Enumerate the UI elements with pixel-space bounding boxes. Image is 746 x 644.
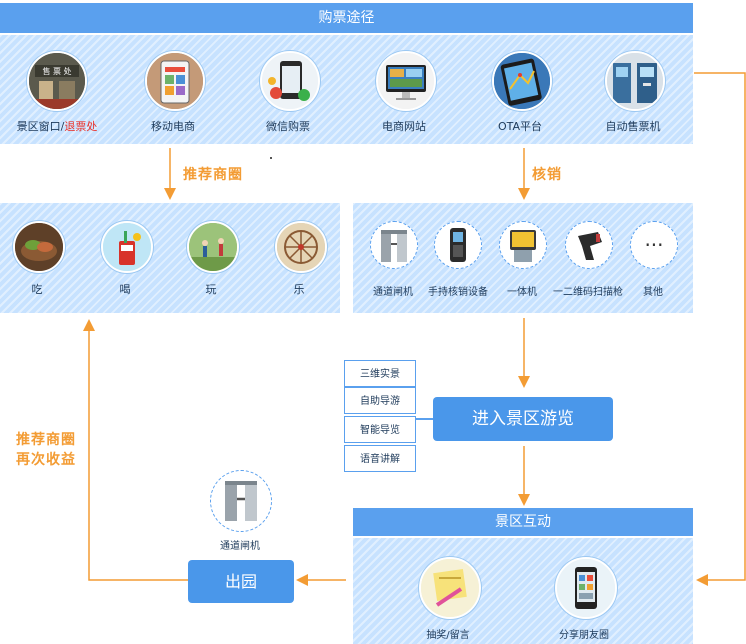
ticket-window-icon: 售 票 处 bbox=[27, 51, 87, 111]
play-icon bbox=[187, 221, 239, 273]
purchase-panel bbox=[0, 35, 693, 144]
more-glyph: ··· bbox=[644, 233, 664, 257]
mobile-commerce-icon bbox=[145, 51, 205, 111]
revenue-label: 推荐商圈 再次收益 bbox=[16, 430, 76, 470]
device-label-handheld: 手持核销设备 bbox=[428, 287, 488, 298]
feature-smart-guide: 智能导览 bbox=[344, 416, 416, 443]
ticket-machine-icon bbox=[605, 51, 665, 111]
device-label-barcode-gun: 一二维码扫描枪 bbox=[553, 287, 623, 298]
sticky-note-icon bbox=[419, 557, 481, 619]
exit-turnstile-icon bbox=[210, 470, 272, 532]
enter-scenic-label: 进入景区游览 bbox=[472, 409, 574, 429]
device-label-kiosk: 一体机 bbox=[507, 287, 537, 298]
revenue-label-line1: 推荐商圈 bbox=[16, 432, 76, 448]
purchase-title: 购票途径 bbox=[318, 10, 375, 26]
revenue-label-line2: 再次收益 bbox=[16, 452, 76, 468]
more-icon: ··· bbox=[630, 221, 678, 269]
exit-park-label: 出园 bbox=[224, 572, 257, 591]
interaction-label-share: 分享朋友圈 bbox=[559, 630, 609, 641]
feature-self-guide: 自助导游 bbox=[344, 387, 416, 414]
interaction-header: 景区互动 bbox=[353, 508, 693, 536]
purchase-header: 购票途径 bbox=[0, 3, 693, 33]
feature-audio-guide: 语音讲解 bbox=[344, 445, 416, 472]
interaction-label-lottery: 抽奖/留言 bbox=[426, 630, 470, 641]
business-label-eat: 吃 bbox=[31, 283, 43, 296]
turnstile-icon bbox=[370, 221, 418, 269]
ota-tablet-icon bbox=[492, 51, 552, 111]
share-phone-icon bbox=[555, 557, 617, 619]
food-icon bbox=[13, 221, 65, 273]
business-label-play: 玩 bbox=[205, 283, 217, 296]
channel-label-website: 电商网站 bbox=[382, 120, 426, 133]
arrow-label-recommend: 推荐商圈 bbox=[183, 167, 243, 183]
kiosk-icon bbox=[499, 221, 547, 269]
handheld-scanner-icon bbox=[434, 221, 482, 269]
interaction-title: 景区互动 bbox=[495, 514, 551, 530]
channel-label-ticket-machine: 自动售票机 bbox=[605, 120, 661, 133]
exit-park-button[interactable]: 出园 bbox=[188, 560, 294, 603]
business-label-fun: 乐 bbox=[293, 283, 305, 296]
interaction-panel bbox=[353, 538, 693, 644]
amusement-icon bbox=[275, 221, 327, 273]
wechat-phone-icon bbox=[260, 51, 320, 111]
feature-connector bbox=[416, 418, 434, 420]
computer-monitor-icon bbox=[376, 51, 436, 111]
feature-3d-scene: 三维实景 bbox=[344, 360, 416, 387]
channel-label-mobile-commerce: 移动电商 bbox=[151, 120, 195, 133]
arrow-label-verify: 核销 bbox=[532, 167, 562, 183]
channel-label-ticket-window: 景区窗口/退票处 bbox=[17, 118, 98, 134]
business-label-drink: 喝 bbox=[119, 283, 131, 296]
channel-label-refund: 退票处 bbox=[64, 120, 98, 133]
channel-label-wechat: 微信购票 bbox=[266, 120, 310, 133]
exit-gate-label: 通道闸机 bbox=[220, 541, 260, 552]
stray-dot bbox=[270, 157, 272, 159]
barcode-gun-icon bbox=[565, 221, 613, 269]
device-label-turnstile: 通道闸机 bbox=[373, 287, 413, 298]
channel-label-main: 景区窗口/ bbox=[16, 120, 65, 133]
drink-icon bbox=[101, 221, 153, 273]
device-label-other: 其他 bbox=[643, 287, 663, 298]
svg-text:售 票 处: 售 票 处 bbox=[42, 66, 71, 76]
channel-label-ota: OTA平台 bbox=[497, 120, 543, 133]
enter-scenic-button[interactable]: 进入景区游览 bbox=[433, 397, 613, 441]
